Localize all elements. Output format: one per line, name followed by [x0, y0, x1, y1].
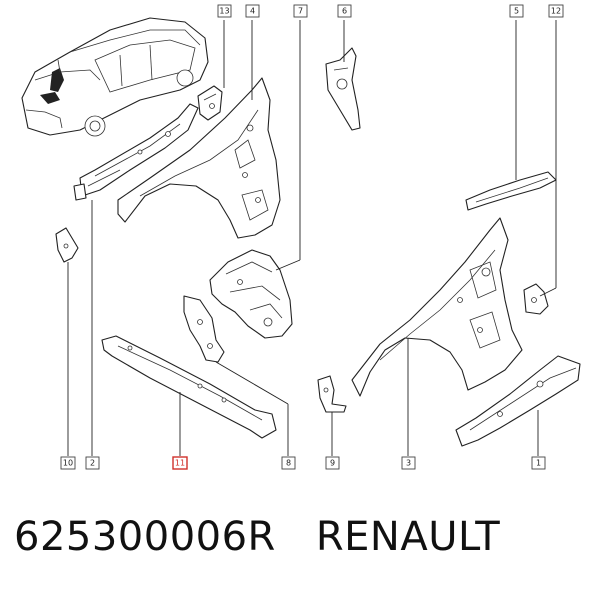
part-13-bracket	[197, 85, 223, 121]
leader-lines	[67, 20, 557, 456]
callout-3: 3	[401, 456, 416, 470]
part-4-wing-apron	[117, 77, 281, 239]
callout-8: 8	[281, 456, 296, 470]
callout-5-label: 5	[514, 7, 519, 16]
part-3-wing-apron	[351, 217, 523, 397]
caption: 625300006R RENAULT	[14, 514, 500, 560]
callout-10: 10	[60, 456, 76, 470]
callout-13-label: 13	[219, 7, 229, 16]
callout-10-label: 10	[63, 459, 73, 468]
parts-diagram: 13 4 7 6 5 12 10 2 11 8 9 3	[21, 4, 581, 470]
callout-12-label: 12	[551, 7, 561, 16]
callout-2-label: 2	[90, 459, 95, 468]
part-1-front-rail	[455, 355, 581, 447]
callout-3-label: 3	[406, 459, 411, 468]
part-8-bracket	[183, 295, 225, 363]
car-overview-illustration	[21, 17, 209, 137]
part-5-upper-rail	[465, 171, 557, 211]
part-6-panel	[325, 47, 361, 131]
callout-5: 5	[509, 4, 524, 18]
callout-7: 7	[293, 4, 308, 18]
callout-6-label: 6	[342, 7, 347, 16]
part-11-lower-rail	[101, 335, 277, 439]
callout-1-label: 1	[536, 459, 541, 468]
callout-11-label: 11	[175, 459, 185, 468]
callout-11: 11	[172, 456, 188, 470]
callout-9: 9	[325, 456, 340, 470]
callout-4: 4	[245, 4, 260, 18]
callout-9-label: 9	[330, 459, 335, 468]
part-10-small-bracket	[55, 227, 79, 263]
part-7-wheel-housing	[209, 249, 293, 339]
callout-8-label: 8	[286, 459, 291, 468]
part-9-small-bracket	[317, 375, 347, 413]
callout-7-label: 7	[298, 7, 303, 16]
callout-4-label: 4	[250, 7, 255, 16]
callout-2: 2	[85, 456, 100, 470]
callout-12: 12	[548, 4, 564, 18]
callout-13: 13	[217, 4, 232, 18]
part-2-front-rail	[73, 103, 199, 201]
part-number: 625300006R	[14, 514, 276, 560]
callout-1: 1	[531, 456, 546, 470]
brand-name: RENAULT	[315, 514, 501, 560]
part-12-bracket	[523, 283, 549, 315]
callout-6: 6	[337, 4, 352, 18]
